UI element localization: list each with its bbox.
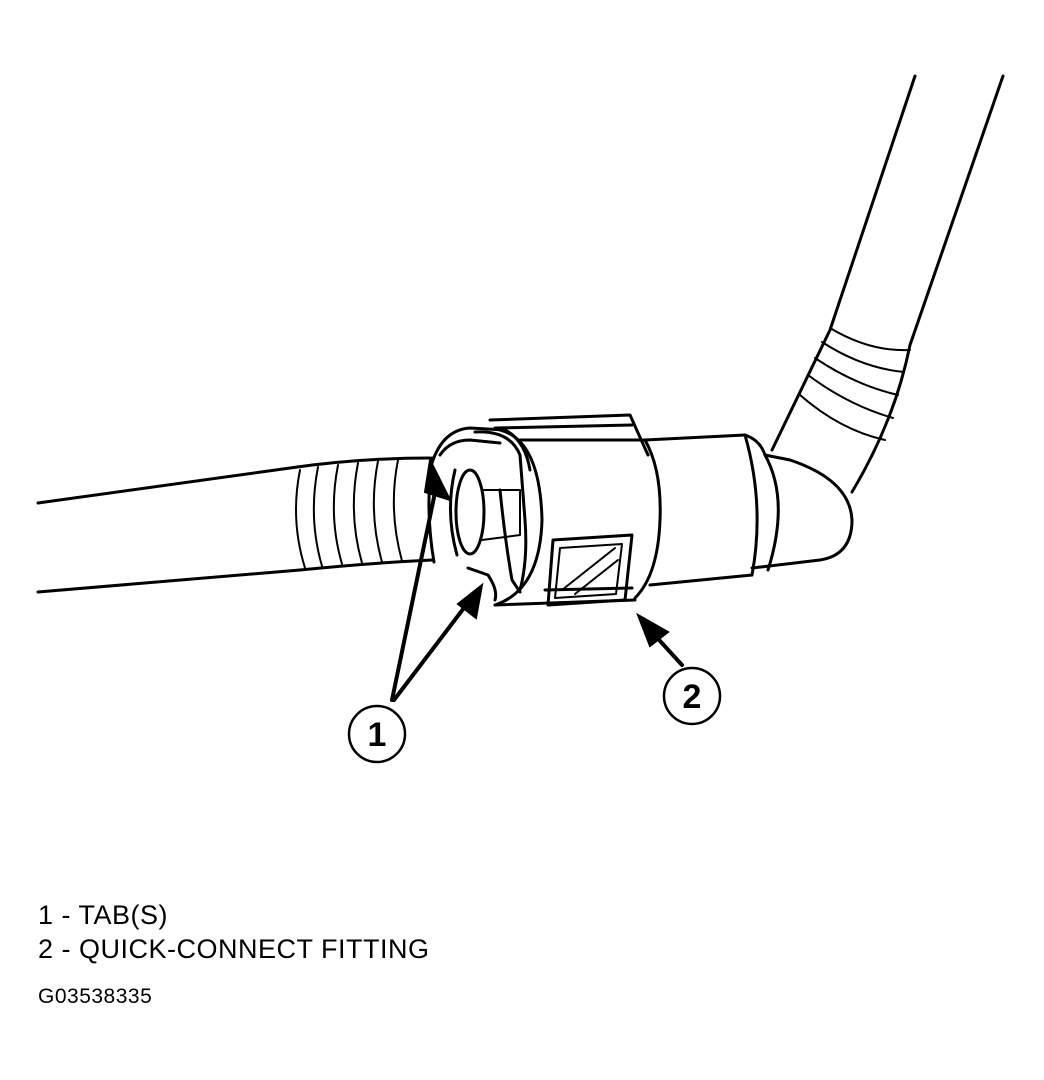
right-fuel-tube <box>770 74 1005 494</box>
callout-1-arrows <box>390 456 484 702</box>
fitting-collar <box>643 433 767 587</box>
elbow <box>750 453 854 572</box>
legend-item-tabs: 1 - TAB(S) <box>38 900 169 930</box>
callout-2: 2 <box>662 666 722 726</box>
callout-2-number: 2 <box>683 678 702 716</box>
figure-id: G03538335 <box>38 985 153 1008</box>
callout-1: 1 <box>347 704 407 764</box>
legend: 1 - TAB(S) 2 - QUICK-CONNECT FITTING <box>38 898 430 966</box>
callout-2-arrow <box>636 612 684 667</box>
left-fuel-tube <box>36 456 434 594</box>
quick-connect-diagram: 1 2 <box>36 74 1005 764</box>
arrow-head-icon <box>423 456 452 502</box>
arrow-head-icon <box>636 612 670 648</box>
legend-item-quick-connect-fitting: 2 - QUICK-CONNECT FITTING <box>38 934 430 964</box>
arrow-head-icon <box>456 582 484 620</box>
retainer-tabs <box>428 426 532 602</box>
quick-connect-body <box>488 413 662 607</box>
callout-1-number: 1 <box>368 716 387 754</box>
